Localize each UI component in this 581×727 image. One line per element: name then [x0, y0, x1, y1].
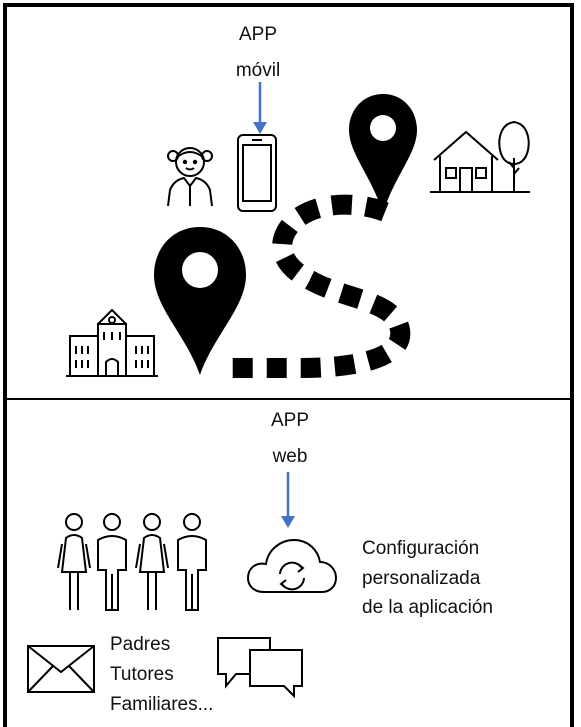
app-label-web-line2: web	[272, 446, 308, 467]
config-text-line1: Configuración	[362, 538, 480, 559]
location-pin-icon	[349, 94, 417, 214]
child-icon	[167, 147, 213, 207]
app-label-web-line1: APP	[270, 410, 310, 431]
roles-text-line1: Padres	[110, 634, 171, 655]
roles-text-line2: Tutores	[110, 664, 174, 685]
web-app-panel	[3, 398, 574, 727]
smartphone-icon	[237, 134, 277, 212]
cloud-sync-icon	[246, 538, 338, 593]
house-with-tree-icon	[430, 120, 530, 193]
config-text-line3: de la aplicación	[362, 597, 493, 618]
config-text-line2: personalizada	[362, 568, 481, 589]
school-building-icon	[66, 308, 158, 377]
family-group-icon	[57, 513, 207, 611]
arrow-down-icon	[253, 82, 267, 134]
app-label-mobile-line2: móvil	[235, 60, 281, 81]
envelope-icon	[27, 645, 95, 693]
roles-text-line3: Familiares...	[110, 694, 214, 715]
chat-bubbles-icon	[217, 637, 303, 699]
arrow-down-icon	[281, 472, 295, 528]
route-path	[225, 194, 411, 378]
app-label-mobile-line1: APP	[238, 24, 278, 45]
location-pin-icon	[154, 227, 246, 375]
